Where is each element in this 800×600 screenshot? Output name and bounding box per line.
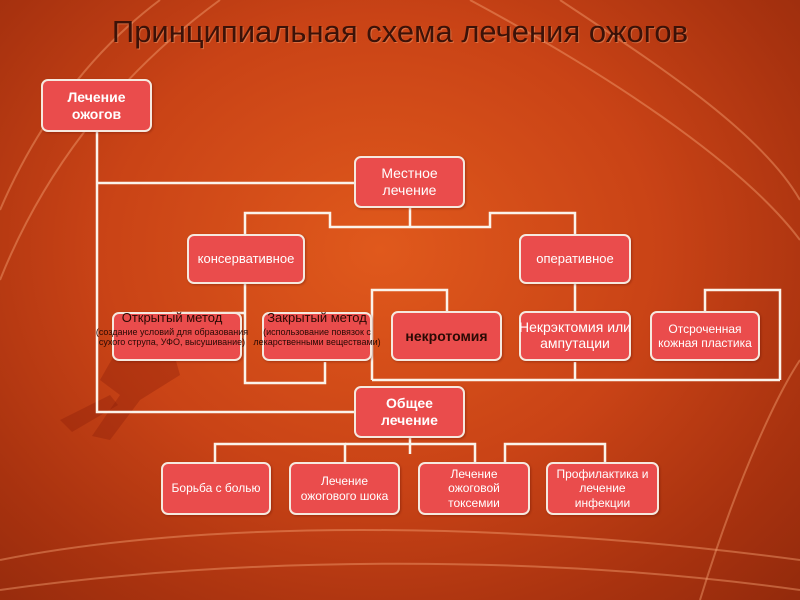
node-open-method-label: Открытый метод [121, 310, 223, 325]
node-conservative-label: консервативное [197, 251, 295, 267]
node-operative-label: оперативное [536, 251, 614, 267]
node-operative: оперативное [519, 234, 631, 284]
node-conservative: консервативное [187, 234, 305, 284]
node-necrotomy-label: некротомия [405, 327, 488, 344]
node-open-method-text: Открытый метод (создание условий для обр… [92, 310, 252, 348]
node-toxemia-treatment-label: Лечение ожоговой токсемии [448, 466, 500, 510]
node-necrotomy: некротомия [391, 311, 502, 361]
node-infection-prevention: Профилактика и лечение инфекции [546, 462, 659, 515]
node-local-treatment: Местное лечение [354, 156, 465, 208]
node-delayed-plasty-label: Отсроченная кожная пластика [658, 321, 752, 350]
node-delayed-plasty: Отсроченная кожная пластика [650, 311, 760, 361]
node-closed-method-note: (использование повязок с лекарственными … [253, 326, 381, 348]
node-necrectomy-text: Некрэктомия или ампутации [505, 319, 645, 351]
node-open-method-note: (создание условий для образования сухого… [95, 326, 249, 348]
node-general-treatment: Общее лечение [354, 386, 465, 438]
node-shock-treatment: Лечение ожогового шока [289, 462, 400, 515]
node-necrectomy [519, 311, 631, 361]
node-closed-method [262, 312, 372, 361]
node-general-treatment-label: Общее лечение [381, 395, 438, 428]
node-pain-control-label: Борьба с болью [171, 481, 261, 496]
node-root-label: Лечение ожогов [67, 88, 126, 122]
node-local-treatment-label: Местное лечение [381, 165, 438, 198]
slide-title: Принципиальная схема лечения ожогов [111, 14, 689, 49]
node-shock-treatment-label: Лечение ожогового шока [300, 474, 389, 503]
node-closed-method-text: Закрытый метод (использование повязок с … [250, 310, 384, 348]
node-open-method [112, 312, 242, 361]
node-necrectomy-label: Некрэктомия или ампутации [519, 319, 631, 352]
node-toxemia-treatment: Лечение ожоговой токсемии [418, 462, 530, 515]
node-pain-control: Борьба с болью [161, 462, 271, 515]
node-root: Лечение ожогов [41, 79, 152, 132]
node-infection-prevention-label: Профилактика и лечение инфекции [556, 466, 649, 510]
node-closed-method-label: Закрытый метод [267, 310, 367, 325]
